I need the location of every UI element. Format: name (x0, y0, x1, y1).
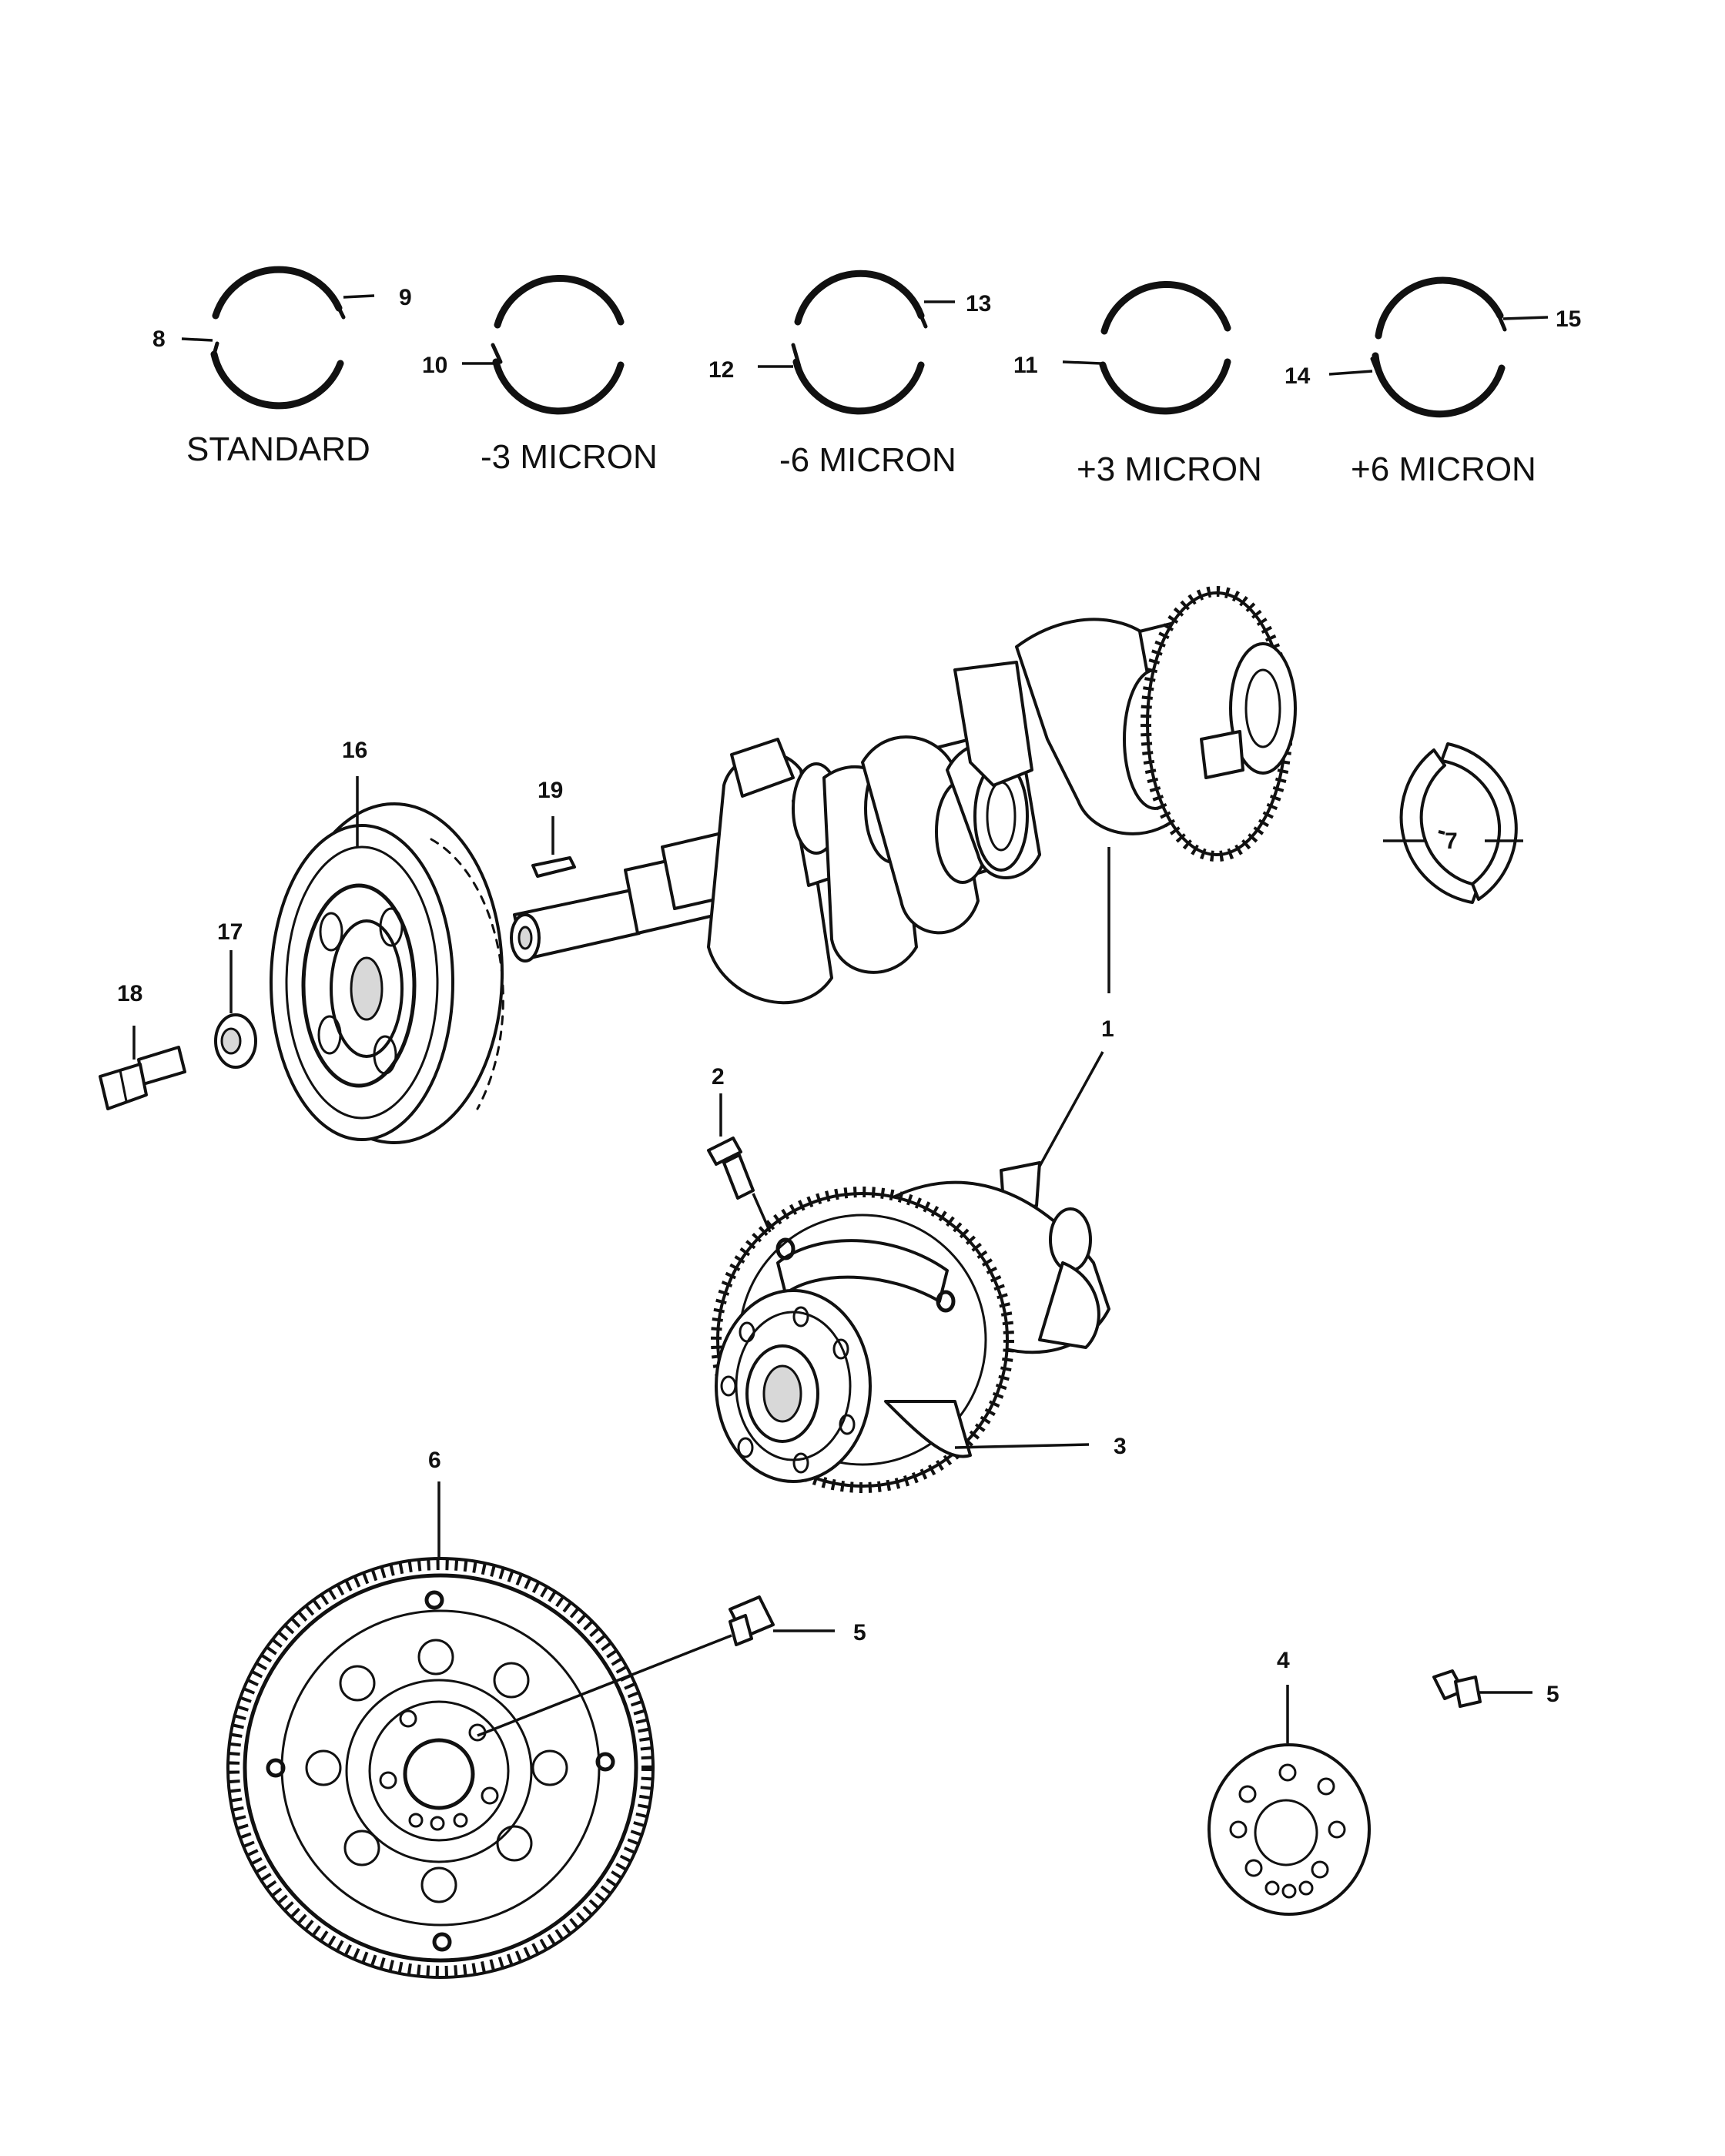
callout-3: 3 (1114, 1434, 1127, 1459)
vibration-damper: 16 (270, 738, 504, 1144)
callout-7: 7 (1445, 829, 1458, 854)
callout-6: 6 (428, 1448, 441, 1473)
callout-12: 12 (708, 357, 734, 383)
damper-washer: 17 (214, 919, 257, 1069)
damper-bolt: 18 (99, 981, 186, 1110)
callout-1: 1 (1101, 1016, 1114, 1042)
callout-10: 10 (422, 353, 447, 378)
callout-19: 19 (538, 778, 563, 803)
callout-11: 11 (1013, 353, 1038, 378)
callout-16: 16 (342, 738, 367, 763)
bearing-set-plus-3: 11 +3 MICRON (1013, 281, 1262, 488)
callout-13: 13 (966, 291, 991, 316)
caption-minus-3-micron: -3 MICRON (481, 438, 658, 476)
callout-5b: 5 (1546, 1682, 1559, 1707)
flexplate-bolt-b: 5 (1432, 1669, 1559, 1708)
caption-plus-6-micron: +6 MICRON (1351, 450, 1536, 488)
callout-14: 14 (1285, 363, 1311, 389)
bearing-set-minus-6: 12 13 -6 MICRON (708, 270, 991, 479)
caption-standard: STANDARD (186, 430, 370, 468)
callout-17: 17 (217, 919, 243, 945)
thrust-washer-set: 7 (1383, 742, 1523, 904)
flexplate: 6 (226, 1448, 655, 1979)
bearing-set-plus-6: 14 15 +6 MICRON (1285, 276, 1581, 488)
callout-15: 15 (1556, 306, 1581, 332)
callout-18: 18 (117, 981, 142, 1006)
flexplate-spacer: 4 (1208, 1648, 1371, 1916)
caption-plus-3-micron: +3 MICRON (1077, 450, 1262, 488)
callout-4: 4 (1277, 1648, 1290, 1673)
callout-8: 8 (152, 326, 166, 352)
bearing-set-minus-3: 10 -3 MICRON (422, 275, 658, 476)
bearing-set-standard: 8 9 STANDARD (152, 266, 412, 468)
callout-5a: 5 (853, 1620, 866, 1645)
callout-9: 9 (399, 285, 412, 310)
crankshaft-main (510, 586, 1297, 1005)
woodruff-key: 19 (531, 778, 576, 878)
flexplate-bolt-a: 5 (477, 1595, 866, 1737)
dowel-pin: 2 (707, 1064, 772, 1233)
callout-2: 2 (712, 1064, 725, 1090)
crankshaft-rear-view: 3 (711, 1161, 1127, 1493)
caption-minus-6-micron: -6 MICRON (779, 441, 956, 479)
